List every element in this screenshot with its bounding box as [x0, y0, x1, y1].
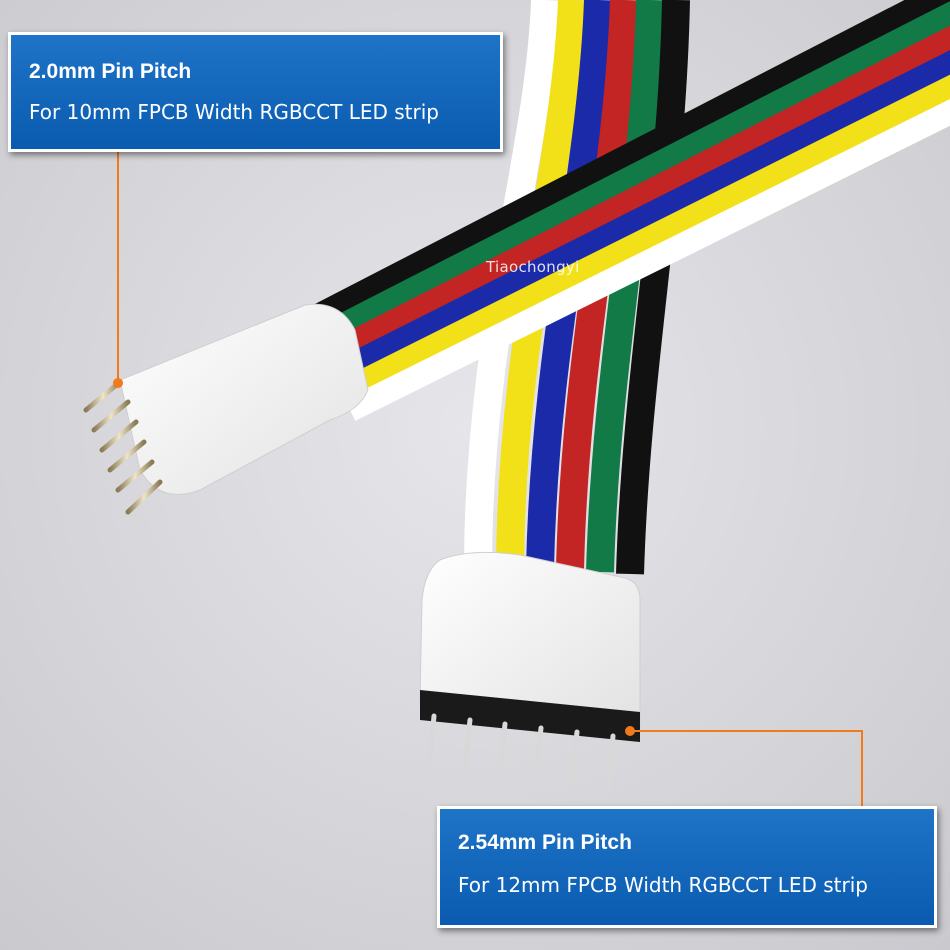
connector-2-54mm: [419, 551, 641, 793]
callout-title: 2.0mm Pin Pitch: [29, 60, 192, 83]
callout-description: For 10mm FPCB Width RGBCCT LED strip: [29, 100, 439, 124]
callout-description: For 12mm FPCB Width RGBCCT LED strip: [458, 873, 868, 897]
callout-2-54mm: 2.54mm Pin Pitch For 12mm FPCB Width RGB…: [437, 806, 937, 928]
cable-top: [304, 0, 950, 421]
callout-2-0mm: 2.0mm Pin Pitch For 10mm FPCB Width RGBC…: [8, 32, 503, 152]
leader-line-top: [113, 152, 123, 388]
watermark-text: Tiaochongyi: [486, 258, 580, 276]
callout-title: 2.54mm Pin Pitch: [458, 831, 632, 854]
connector-2-0mm: [83, 303, 369, 515]
leader-line-bottom: [625, 726, 863, 806]
